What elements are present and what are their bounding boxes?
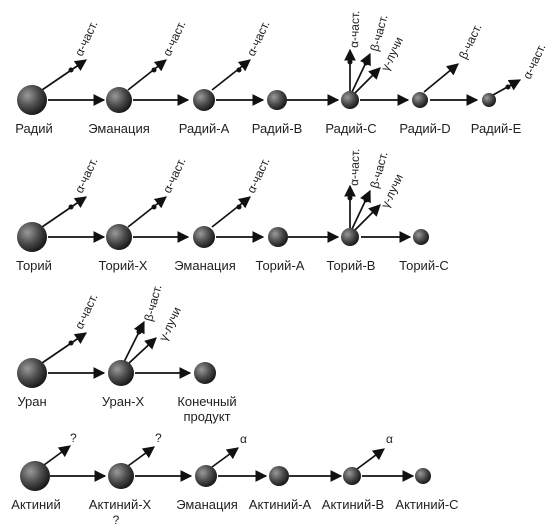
emission-arrow — [127, 446, 155, 467]
emission-label: α — [386, 432, 393, 446]
emission-label: ? — [70, 431, 77, 445]
emission-label: α-част. — [244, 18, 272, 58]
node-label: Эманация — [176, 497, 238, 512]
emission-label: α-част. — [520, 41, 548, 81]
particle-dot — [505, 84, 511, 90]
emission-arrow — [211, 447, 239, 468]
emission-label: α — [240, 432, 247, 446]
row-thorium: α-част. α-част. α-част. α-част. β-част. … — [16, 148, 449, 273]
nucleus-emanation — [106, 87, 132, 113]
node-label-line1: Конечный — [177, 394, 236, 409]
nucleus-radium-d — [412, 92, 428, 108]
node-label-line2: продукт — [183, 409, 230, 424]
nucleus-radium-e — [482, 93, 496, 107]
node-label: Актиний-С — [395, 497, 458, 512]
emission-arrow — [351, 189, 371, 230]
emission-arrow — [41, 196, 87, 228]
nucleus-end-product — [194, 362, 216, 384]
nucleus-emanation — [193, 226, 215, 248]
nucleus-thorium-b — [341, 228, 359, 246]
emission-arrow — [356, 448, 385, 470]
emission-label: α-част. — [72, 18, 100, 58]
nucleus-thorium — [17, 222, 47, 252]
nucleus-actinium-x — [108, 463, 134, 489]
unknown-mark: ? — [113, 513, 120, 527]
emission-label: γ-лучи — [156, 305, 184, 344]
emission-label: α-част. — [72, 291, 100, 331]
emission-label: α-част. — [160, 18, 188, 58]
emission-label: β-част. — [456, 22, 484, 62]
nucleus-uranium — [17, 358, 47, 388]
emission-label: α-част. — [347, 148, 362, 186]
emission-arrow — [41, 332, 87, 364]
node-label: Уран — [17, 394, 46, 409]
row-radium: α-част. α-част. α-част. α-част. β-част. … — [15, 10, 548, 136]
node-label: Эманация — [174, 258, 236, 273]
nucleus-thorium-c — [413, 229, 429, 245]
nucleus-radium-a — [193, 89, 215, 111]
node-label: Радий-А — [179, 121, 230, 136]
emission-arrow — [127, 196, 167, 228]
particle-dot — [363, 60, 369, 66]
emission-label: α-част. — [244, 155, 272, 195]
node-label: Актиний — [11, 497, 60, 512]
particle-dot — [68, 67, 74, 73]
emission-arrow — [211, 196, 251, 228]
nucleus-thorium-x — [106, 224, 132, 250]
row-uranium: α-част. β-част. γ-лучи Уран Уран-Х Конеч… — [17, 283, 237, 424]
node-label: Торий-Х — [99, 258, 148, 273]
emission-arrow — [353, 204, 381, 232]
node-label: Торий-С — [399, 258, 449, 273]
nucleus-actinium — [20, 461, 50, 491]
particle-dot — [347, 195, 353, 201]
node-label: Радий-Е — [471, 121, 522, 136]
emission-label: α-част. — [347, 10, 362, 48]
node-label: Радий-D — [399, 121, 450, 136]
emission-arrow — [127, 59, 167, 91]
node-label: Актиний-В — [322, 497, 384, 512]
particle-dot — [449, 66, 455, 72]
emission-label: α-част. — [72, 155, 100, 195]
particle-dot — [151, 204, 157, 210]
node-label: Радий — [15, 121, 53, 136]
nucleus-actinium-b — [343, 467, 361, 485]
nucleus-radium-c — [341, 91, 359, 109]
node-label: Уран-Х — [102, 394, 145, 409]
particle-dot — [68, 204, 74, 210]
node-label: Торий-А — [256, 258, 305, 273]
emission-label: ? — [155, 431, 162, 445]
nucleus-thorium-a — [268, 227, 288, 247]
particle-dot — [347, 59, 353, 65]
emission-arrow — [123, 320, 145, 363]
node-label: Радий-В — [252, 121, 303, 136]
emission-arrow — [43, 445, 71, 466]
particle-dot — [68, 340, 74, 346]
emission-arrow — [211, 59, 251, 91]
emission-label: β-част. — [141, 283, 164, 323]
emission-arrow — [127, 337, 157, 365]
particle-dot — [363, 197, 369, 203]
emission-arrow — [353, 67, 381, 95]
nucleus-radium-b — [267, 90, 287, 110]
emission-arrow — [41, 59, 87, 91]
node-label: Торий-В — [327, 258, 376, 273]
row-actinium: ? ? α α Актиний Актиний-Х Эманация Актин… — [11, 431, 458, 527]
emission-label: α-част. — [160, 155, 188, 195]
node-label: Радий-С — [325, 121, 376, 136]
node-label: Эманация — [88, 121, 150, 136]
particle-dot — [236, 67, 242, 73]
nucleus-actinium-c — [415, 468, 431, 484]
nucleus-actinium-a — [269, 466, 289, 486]
particle-dot — [151, 67, 157, 73]
particle-dot — [136, 329, 142, 335]
particle-dot — [236, 204, 242, 210]
node-label: Актиний-А — [249, 497, 312, 512]
node-label: Актиний-Х — [89, 497, 152, 512]
nucleus-radium — [17, 85, 47, 115]
nucleus-uranium-x — [108, 360, 134, 386]
nucleus-emanation — [195, 465, 217, 487]
emission-arrow — [351, 52, 371, 93]
node-label: Торий — [16, 258, 52, 273]
